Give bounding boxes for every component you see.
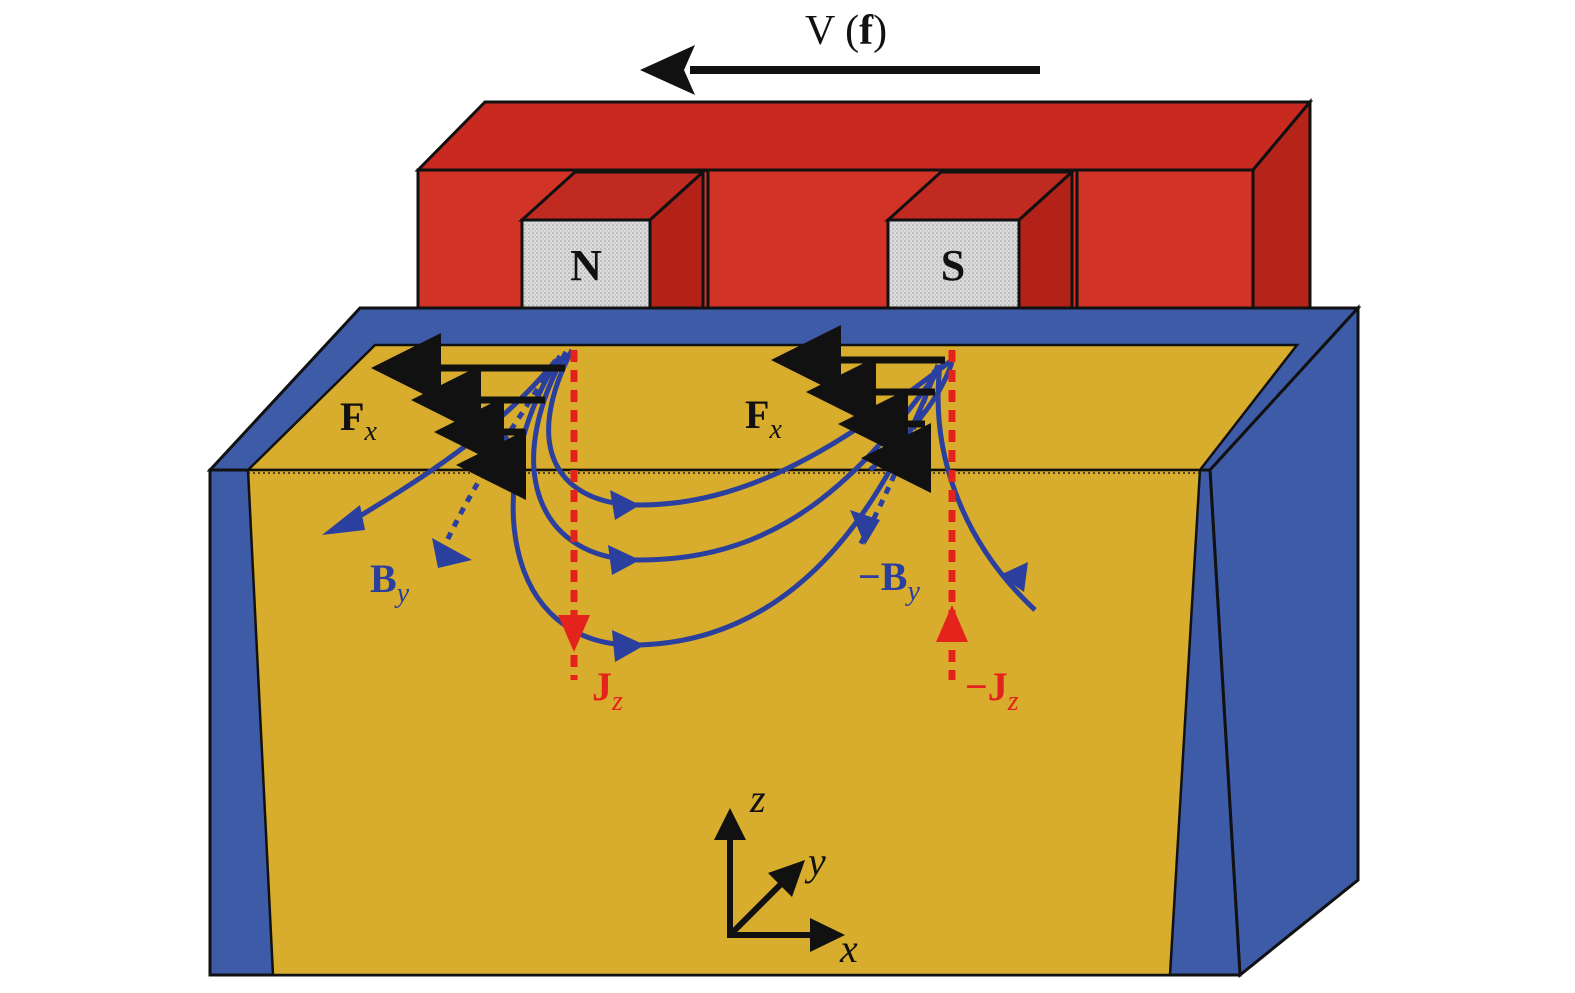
plate-inner-top xyxy=(244,343,1300,472)
y-axis-label: y xyxy=(804,839,826,884)
magnet-assembly: N S xyxy=(414,97,1314,310)
field-arrowhead-icon xyxy=(322,505,365,535)
field-arrowhead-icon xyxy=(1000,562,1028,592)
current-arrowhead-down xyxy=(558,615,590,652)
current-arrows xyxy=(558,350,968,680)
force-label-left: Fx xyxy=(340,394,377,447)
north-pole-label: N xyxy=(570,241,602,290)
magnet-top-face xyxy=(414,100,1314,172)
field-arrowhead-icon xyxy=(432,538,472,568)
current-label-right: −Jz xyxy=(965,664,1019,717)
x-axis-arrowhead xyxy=(810,918,845,952)
x-axis-label: x xyxy=(839,926,858,971)
z-axis-label: z xyxy=(749,776,766,821)
north-pole-face xyxy=(520,218,652,310)
force-arrows-right xyxy=(771,325,945,493)
z-axis-arrowhead xyxy=(714,808,746,840)
coordinate-axes-icon: z y x xyxy=(714,776,858,971)
field-arrowheads xyxy=(322,490,1028,662)
field-arrowhead-icon xyxy=(612,630,645,662)
field-label-left: By xyxy=(370,556,410,609)
field-line-icon xyxy=(935,364,1037,612)
y-axis-arrowhead xyxy=(768,860,805,897)
velocity-label: V (f) xyxy=(805,8,887,54)
current-arrowhead-up xyxy=(936,605,968,642)
force-arrows-left xyxy=(371,333,565,500)
south-pole-face xyxy=(886,218,1021,310)
field-arrowhead-icon xyxy=(608,545,640,575)
velocity-indicator: V (f) xyxy=(640,8,1040,95)
field-arrowhead-icon xyxy=(610,490,640,520)
y-axis xyxy=(727,877,788,938)
force-label-right: Fx xyxy=(745,392,782,445)
velocity-arrowhead xyxy=(640,45,695,95)
south-pole-label: S xyxy=(941,241,965,290)
current-label-left: Jz xyxy=(592,664,623,717)
field-arrowhead-icon xyxy=(850,510,880,545)
plate-inner-front xyxy=(246,468,1202,977)
field-label-right: −By xyxy=(858,554,920,607)
